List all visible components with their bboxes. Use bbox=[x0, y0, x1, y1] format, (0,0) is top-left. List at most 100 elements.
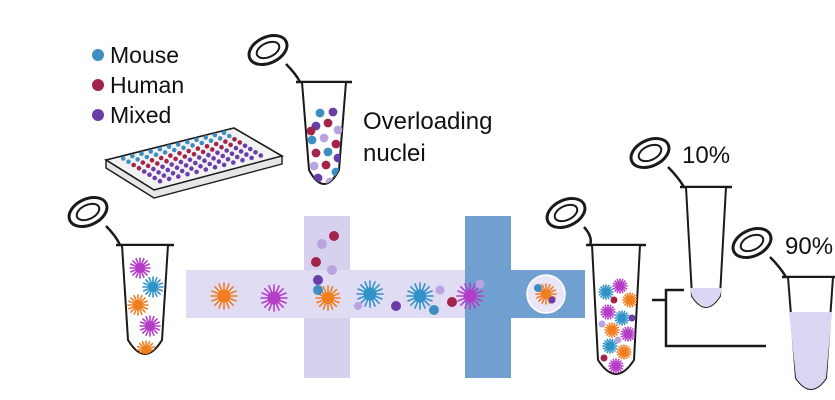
well bbox=[173, 156, 178, 162]
well bbox=[162, 150, 168, 155]
well bbox=[158, 155, 164, 161]
well bbox=[221, 162, 227, 168]
well bbox=[141, 169, 147, 174]
nucleus bbox=[327, 265, 337, 275]
nucleus bbox=[328, 107, 338, 117]
well bbox=[189, 166, 194, 171]
nucleus bbox=[447, 297, 457, 307]
well bbox=[185, 171, 190, 177]
well bbox=[156, 170, 161, 175]
well bbox=[233, 145, 239, 151]
cell bbox=[600, 304, 616, 320]
legend-label: Human bbox=[110, 71, 185, 98]
well bbox=[220, 153, 226, 159]
well bbox=[153, 152, 159, 157]
well bbox=[182, 154, 188, 159]
well bbox=[240, 157, 245, 163]
well bbox=[227, 133, 232, 139]
well bbox=[152, 175, 157, 181]
well bbox=[203, 135, 208, 140]
human-dot-icon bbox=[92, 79, 104, 91]
well bbox=[204, 144, 210, 149]
well bbox=[208, 138, 214, 143]
well bbox=[149, 158, 155, 163]
well bbox=[216, 159, 222, 164]
human-cell bbox=[315, 285, 341, 311]
well bbox=[164, 158, 169, 164]
well bbox=[248, 146, 253, 152]
well bbox=[179, 168, 185, 174]
mouse-cell bbox=[356, 280, 384, 308]
well bbox=[232, 137, 237, 142]
nucleus bbox=[475, 279, 485, 289]
well bbox=[181, 145, 186, 150]
cell bbox=[604, 322, 620, 338]
well bbox=[219, 144, 224, 150]
output-channel bbox=[465, 216, 585, 378]
nucleus bbox=[610, 296, 618, 304]
legend-label: Mouse bbox=[110, 41, 180, 68]
nucleus bbox=[313, 285, 323, 295]
well bbox=[148, 149, 153, 154]
well bbox=[228, 142, 233, 148]
nucleus bbox=[311, 148, 321, 158]
well bbox=[200, 149, 206, 155]
well bbox=[157, 178, 163, 184]
nucleus bbox=[323, 147, 333, 157]
cell bbox=[612, 278, 628, 294]
well bbox=[160, 164, 165, 170]
well bbox=[176, 174, 181, 179]
well bbox=[199, 140, 205, 146]
well bbox=[215, 150, 220, 156]
well bbox=[237, 140, 243, 145]
well bbox=[258, 153, 264, 158]
mouse-cell bbox=[142, 276, 164, 298]
well bbox=[207, 161, 212, 167]
nucleus bbox=[333, 125, 343, 135]
well bbox=[244, 152, 249, 157]
well bbox=[231, 160, 236, 165]
eppendorf-tube-icon bbox=[247, 33, 352, 195]
well bbox=[177, 151, 182, 156]
nucleus bbox=[306, 126, 316, 136]
well bbox=[178, 159, 184, 165]
well bbox=[213, 141, 219, 147]
well bbox=[234, 154, 240, 160]
channel-particles bbox=[210, 231, 557, 315]
cell bbox=[620, 326, 636, 342]
well bbox=[198, 164, 203, 169]
well-plate-icon bbox=[103, 127, 285, 199]
nucleus bbox=[323, 118, 333, 128]
well bbox=[223, 139, 228, 144]
overloading-label: Overloading bbox=[363, 108, 493, 135]
nucleus bbox=[429, 305, 439, 315]
well bbox=[168, 153, 173, 158]
well bbox=[172, 147, 177, 153]
legend-item-mixed: Mixed bbox=[92, 100, 184, 130]
nucleus bbox=[329, 231, 339, 241]
nucleus bbox=[307, 135, 317, 145]
split-large-label: 90% bbox=[785, 233, 834, 260]
well bbox=[161, 173, 167, 178]
well bbox=[242, 143, 248, 149]
well bbox=[196, 155, 202, 160]
cell bbox=[608, 358, 624, 374]
well bbox=[174, 165, 180, 170]
legend: Mouse Human Mixed bbox=[92, 40, 184, 130]
well bbox=[126, 159, 131, 164]
nucleus bbox=[313, 173, 323, 183]
well bbox=[229, 151, 235, 156]
cell bbox=[622, 292, 638, 308]
well bbox=[221, 130, 227, 136]
mixed-cell bbox=[139, 315, 161, 337]
well bbox=[191, 151, 197, 157]
well bbox=[210, 147, 215, 152]
mixed-cell bbox=[456, 282, 484, 310]
cell bbox=[616, 344, 632, 360]
nucleus bbox=[318, 186, 327, 195]
nucleus bbox=[534, 284, 542, 292]
eppendorf-tube-icon bbox=[731, 226, 835, 390]
nucleus bbox=[309, 161, 319, 171]
human-cell bbox=[210, 282, 238, 310]
nucleus bbox=[331, 139, 341, 149]
